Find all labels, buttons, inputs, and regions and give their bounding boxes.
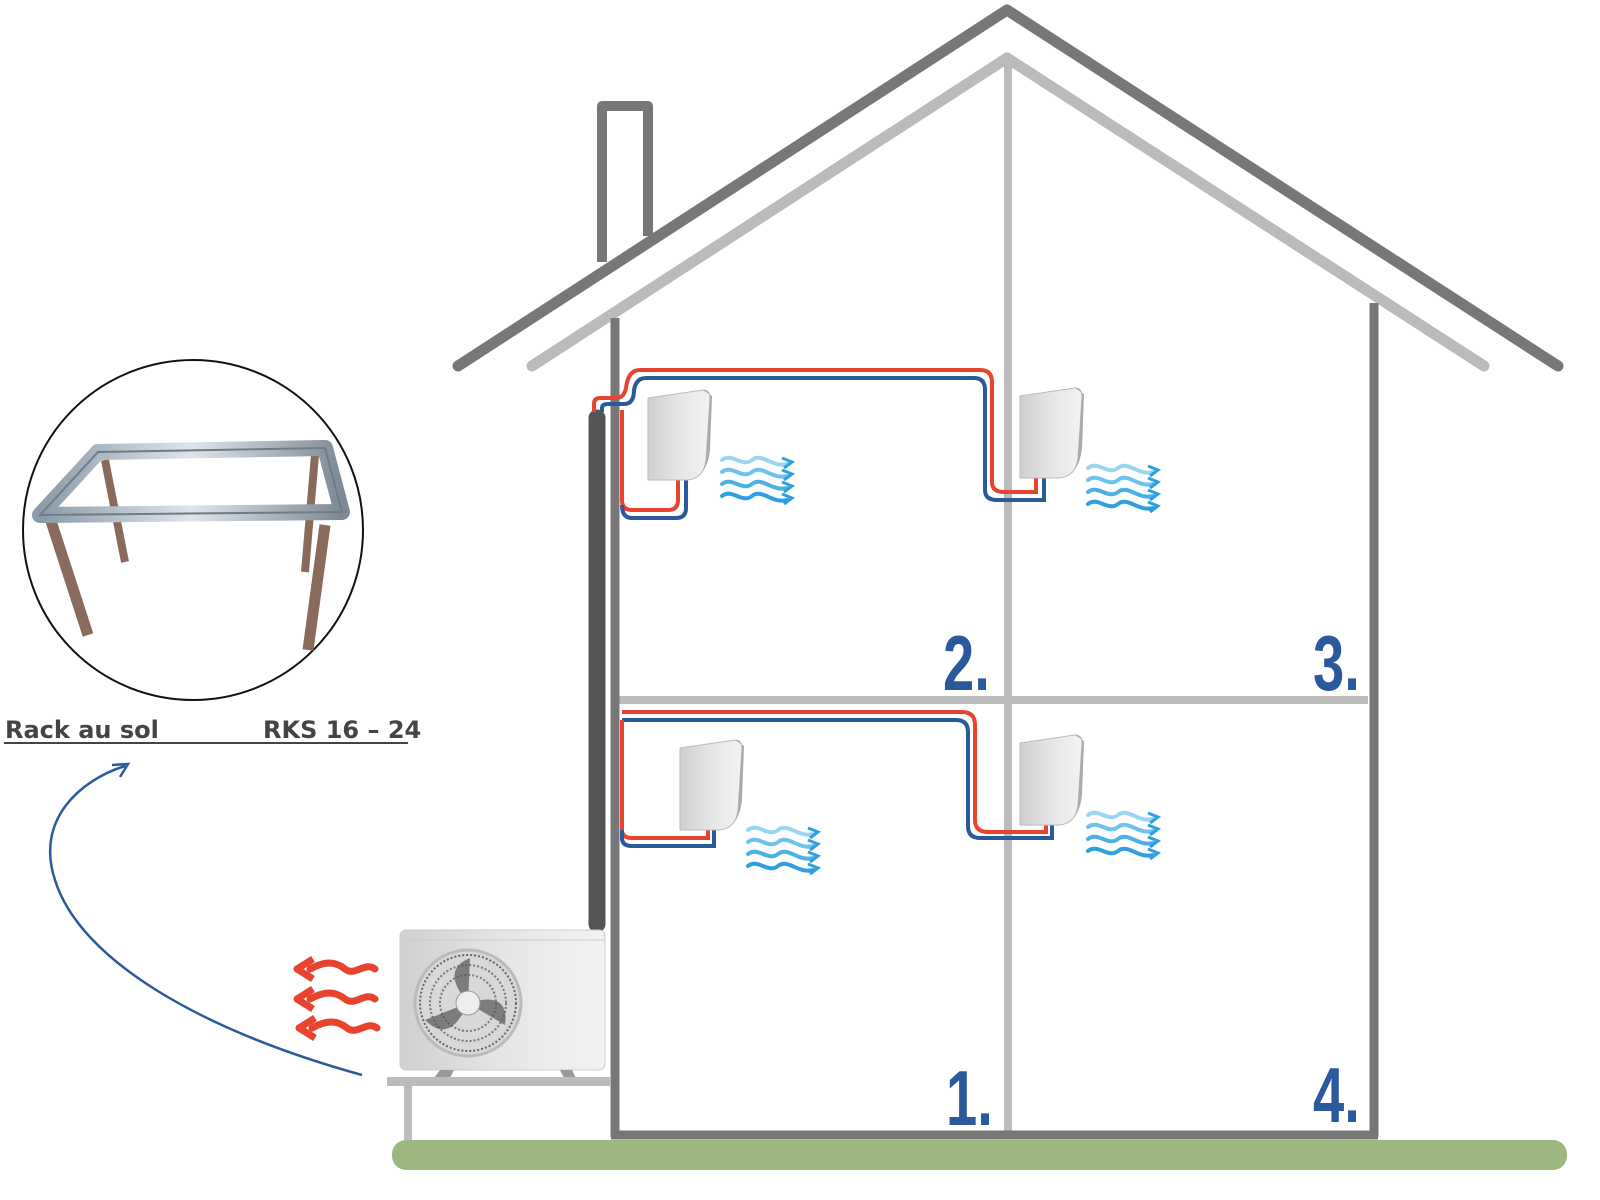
cool-air-icon [720, 455, 794, 506]
rack-photo [32, 440, 350, 651]
indoor-unit-room-1 [679, 739, 745, 831]
rack-label: Rack au sol [5, 716, 159, 744]
room-number-4: 4. [1313, 1052, 1360, 1139]
pipes-upper [592, 368, 1046, 520]
rack-model-label: RKS 16 – 24 [263, 716, 421, 744]
chimney [597, 101, 653, 262]
indoor-unit-room-4 [1019, 734, 1085, 826]
room-number-3: 3. [1313, 620, 1360, 707]
room-number-2: 2. [943, 620, 990, 707]
roof [452, 4, 1564, 372]
house [452, 4, 1564, 1140]
heat-wave-icon [299, 1018, 377, 1038]
cool-air-icon [746, 825, 820, 876]
heat-wave-icon [297, 989, 375, 1009]
rack-inset [22, 359, 364, 701]
indoor-unit-room-2 [647, 389, 713, 481]
ground [392, 1140, 1567, 1170]
cool-air-icon [1086, 463, 1160, 514]
cool-air-icon [1086, 810, 1160, 861]
floor-rack [387, 1077, 610, 1140]
indoor-unit-room-3 [1019, 387, 1085, 479]
room-number-1: 1. [946, 1055, 993, 1142]
heat-wave-icon [297, 959, 375, 979]
outdoor-unit [399, 929, 606, 1078]
pointer-arrow-icon [48, 762, 363, 1077]
pipes-lower [620, 710, 1054, 848]
